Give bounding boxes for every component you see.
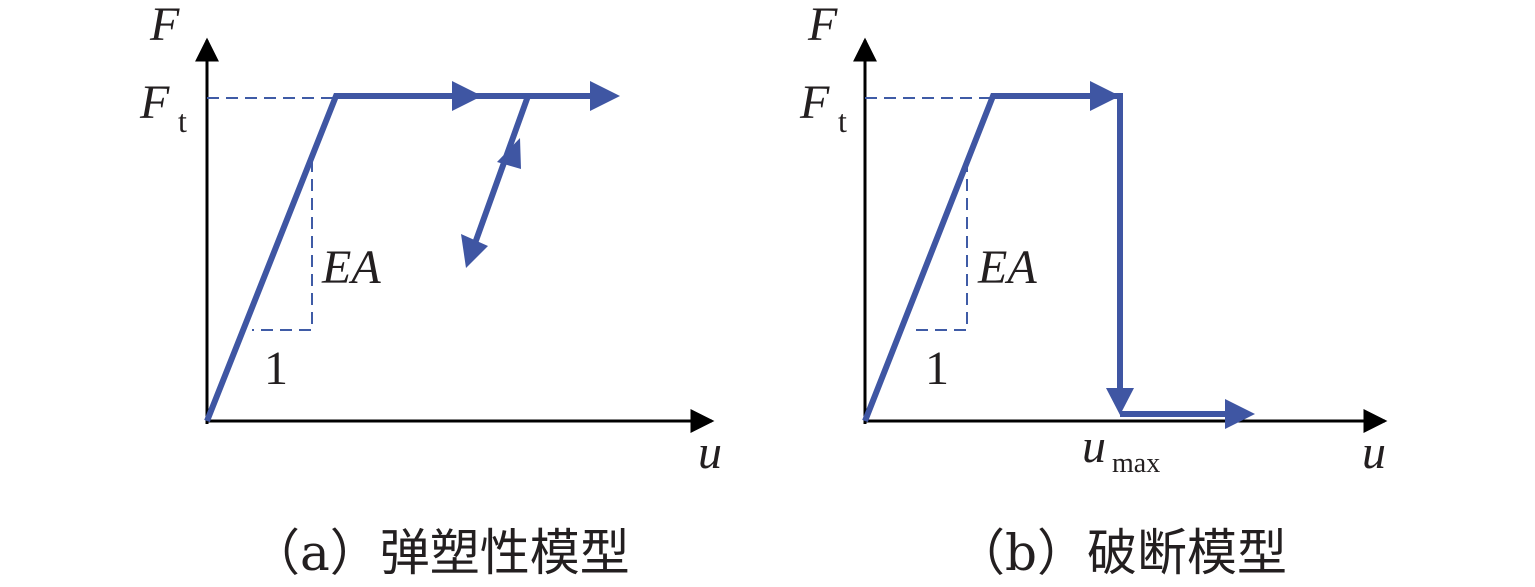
b-y-axis-label: F	[807, 0, 838, 51]
panel-a: F u F t EA 1 （a）弹塑性模型	[139, 0, 722, 582]
b-arrow-plateau	[1090, 81, 1120, 111]
b-unit-label: 1	[925, 342, 949, 395]
a-arrow-unload	[461, 234, 488, 268]
a-curve-main	[204, 93, 595, 423]
a-stiffness-label: EA	[321, 241, 381, 294]
a-arrow-plateau-1	[452, 81, 482, 111]
b-break-point-label: u	[1082, 420, 1106, 473]
a-y-axis-label: F	[149, 0, 180, 51]
b-stiffness-label: EA	[977, 241, 1037, 294]
b-arrow-residual	[1225, 399, 1255, 429]
a-force-level-label: F	[139, 76, 170, 129]
a-force-level-subscript: t	[178, 103, 187, 139]
a-x-axis-label: u	[698, 426, 722, 479]
b-force-level-subscript: t	[838, 103, 847, 139]
a-slope-triangle	[252, 160, 313, 331]
b-curve-main	[862, 93, 1123, 423]
a-arrow-plateau-2	[590, 81, 620, 111]
a-caption: （a）弹塑性模型	[250, 524, 630, 582]
a-arrow-reload	[497, 138, 521, 169]
a-unit-label: 1	[264, 342, 288, 395]
b-force-level-label: F	[799, 76, 830, 129]
a-unload-branch	[471, 94, 531, 248]
panel-b: F u F t EA 1 u max （b）破断模型	[799, 0, 1388, 582]
b-break-point-subscript: max	[1112, 448, 1160, 479]
b-arrow-drop	[1106, 388, 1134, 415]
b-caption: （b）破断模型	[955, 524, 1287, 582]
b-x-axis-label: u	[1362, 426, 1386, 479]
